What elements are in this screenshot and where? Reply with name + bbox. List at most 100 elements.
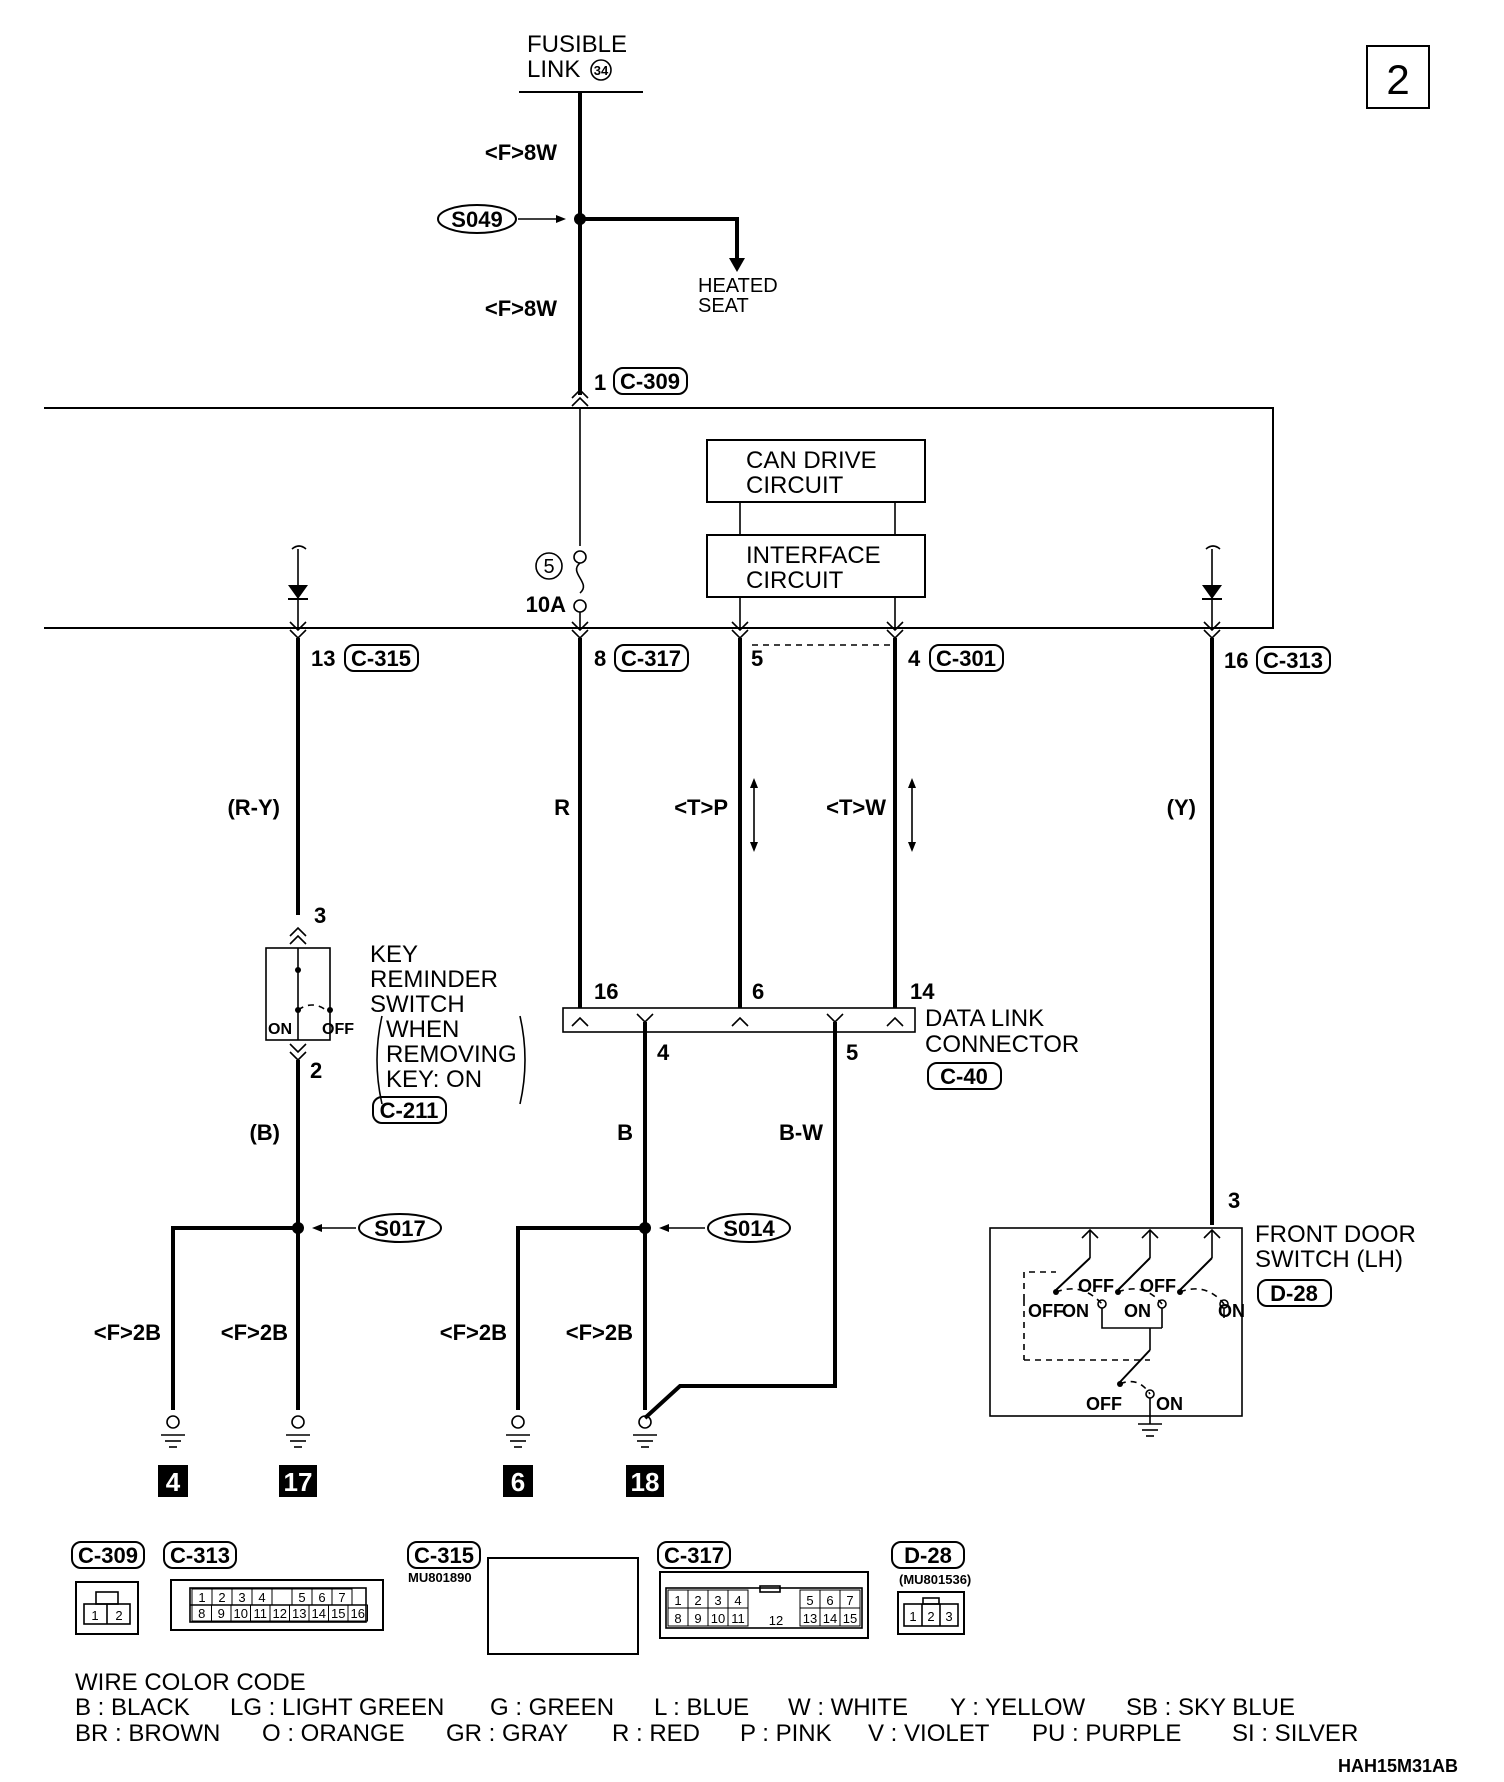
c317-pin-label: 15 <box>843 1611 857 1626</box>
front-door-switch-contacts <box>1023 1228 1229 1437</box>
svg-text:BR : BROWN: BR : BROWN <box>75 1720 220 1747</box>
key-reminder-label-1: KEY <box>370 941 418 968</box>
interface-circuit-label-2: CIRCUIT <box>746 567 844 594</box>
connector-view-c309: C-309 1 2 <box>71 1541 145 1635</box>
dlc-pin14: 14 <box>910 979 935 1004</box>
fuse-element <box>575 562 585 594</box>
page-number-box <box>1366 45 1430 109</box>
wire-label-b-paren: (B) <box>249 1120 280 1145</box>
data-link-connector-box <box>562 1007 916 1033</box>
c317-id: C-317 <box>621 646 681 671</box>
key-reminder-on: ON <box>268 1021 292 1038</box>
wire-bw <box>643 1022 837 1420</box>
fuse-terminal-bottom <box>573 599 587 613</box>
dlc-pin6: 6 <box>752 979 764 1004</box>
c313-pin-label: 9 <box>218 1606 225 1621</box>
c315-id: C-315 <box>351 646 411 671</box>
fusible-link-number-circle <box>590 59 612 81</box>
svg-text:V : VIOLET: V : VIOLET <box>868 1720 990 1747</box>
fuse-number: 5 <box>543 556 554 578</box>
splice-s017-arrow <box>312 1224 322 1232</box>
svg-text:C-317: C-317 <box>664 1543 724 1568</box>
heated-seat-label-2: SEAT <box>698 295 749 317</box>
svg-text:MU801890: MU801890 <box>408 1570 472 1585</box>
c313-pin-label: 6 <box>318 1590 325 1605</box>
front-door-switch-box <box>989 1227 1243 1417</box>
c309-terminal-1 <box>571 388 589 399</box>
fds-off-1: OFF <box>1028 1301 1064 1321</box>
c317-pin-label: 2 <box>694 1593 701 1608</box>
key-reminder-label-2: REMINDER <box>370 966 498 993</box>
svg-text:2: 2 <box>115 1608 122 1623</box>
signal-arrow-tw-down <box>908 842 916 852</box>
interface-circuit-box <box>706 534 926 598</box>
front-door-label-2: SWITCH (LH) <box>1255 1246 1403 1273</box>
internal-break-right <box>1205 545 1221 550</box>
diode-left <box>288 585 308 599</box>
c317-pin-label: 6 <box>826 1593 833 1608</box>
c317-pin-label: 9 <box>694 1611 701 1626</box>
key-reminder-off: OFF <box>322 1021 354 1038</box>
signal-arrow-tp-down <box>750 842 758 852</box>
c317-pin-label: 7 <box>846 1593 853 1608</box>
c313-pin-label: 11 <box>254 1606 268 1621</box>
c317-id-box <box>614 644 689 672</box>
c317-pin-label: 8 <box>674 1611 681 1626</box>
fuse-terminal-top <box>573 550 587 564</box>
c309-id: C-309 <box>620 369 680 394</box>
wire-label-b: B <box>617 1120 633 1145</box>
c40-id-box <box>927 1062 1002 1090</box>
c313-pin-label: 4 <box>258 1590 265 1605</box>
c317-pin-cell <box>727 1607 749 1627</box>
svg-text:LG : LIGHT GREEN: LG : LIGHT GREEN <box>230 1694 444 1721</box>
key-reminder-paren-right <box>519 1015 526 1105</box>
svg-text:R : RED: R : RED <box>612 1720 700 1747</box>
signal-arrow-tp-up <box>750 778 758 788</box>
fusible-link-label-1: FUSIBLE <box>527 31 627 58</box>
key-reminder-terminal-top-2 <box>289 934 307 945</box>
fds-on-3: ON <box>1218 1301 1245 1321</box>
svg-text:L : BLUE: L : BLUE <box>654 1694 749 1721</box>
c301-id-box <box>929 644 1004 672</box>
connector-view-c315: C-315 MU801890 <box>407 1541 639 1655</box>
can-drive-circuit-box <box>706 439 926 503</box>
wire-label-f2b-3: <F>2B <box>440 1320 507 1345</box>
c313-pin-label: 13 <box>292 1606 306 1621</box>
connector-view-c317: C-317 12 <box>657 1541 869 1639</box>
ground-6: 6 <box>511 1467 525 1497</box>
fusible-link-label-2: LINK <box>527 56 580 83</box>
ground-badge-18 <box>626 1465 664 1497</box>
splice-s049-oval <box>437 204 517 234</box>
c313-pin-label: 2 <box>218 1590 225 1605</box>
key-reminder-terminal-bot-1 <box>289 1043 307 1054</box>
c317-pin-label: 4 <box>734 1593 741 1608</box>
c313-pin-label: 15 <box>331 1606 345 1621</box>
heated-seat-arrow <box>729 258 745 272</box>
svg-text:C-315: C-315 <box>414 1543 474 1568</box>
c313-pin-label: 10 <box>234 1606 248 1621</box>
ground-18: 18 <box>631 1467 660 1497</box>
svg-text:3: 3 <box>945 1609 952 1624</box>
svg-text:2: 2 <box>927 1609 934 1624</box>
key-reminder-contact-1 <box>295 967 301 973</box>
c313-pin-label: 5 <box>298 1590 305 1605</box>
c317-pin-cell <box>839 1607 861 1627</box>
svg-text:D-28: D-28 <box>904 1543 952 1568</box>
c313-pin-label: 3 <box>238 1590 245 1605</box>
ground-badge-6 <box>503 1465 533 1497</box>
control-unit-outline <box>44 407 1274 629</box>
wire-label-f2b-1: <F>2B <box>94 1320 161 1345</box>
svg-text:PU : PURPLE: PU : PURPLE <box>1032 1720 1181 1747</box>
svg-text:Y : YELLOW: Y : YELLOW <box>950 1694 1086 1721</box>
splice-s014: S014 <box>723 1216 775 1241</box>
svg-text:C-309: C-309 <box>78 1543 138 1568</box>
c313-pin-label: 7 <box>338 1590 345 1605</box>
c317-pin-label: 3 <box>714 1593 721 1608</box>
fds-off-3: OFF <box>1140 1276 1176 1296</box>
wire-label-r: R <box>554 795 570 820</box>
fuse-number-circle <box>535 552 563 580</box>
wire-label-f2b-2: <F>2B <box>221 1320 288 1345</box>
c313-pin-cell <box>347 1604 368 1622</box>
c40-id: C-40 <box>940 1064 988 1089</box>
key-reminder-cond-1: WHEN <box>386 1016 459 1043</box>
